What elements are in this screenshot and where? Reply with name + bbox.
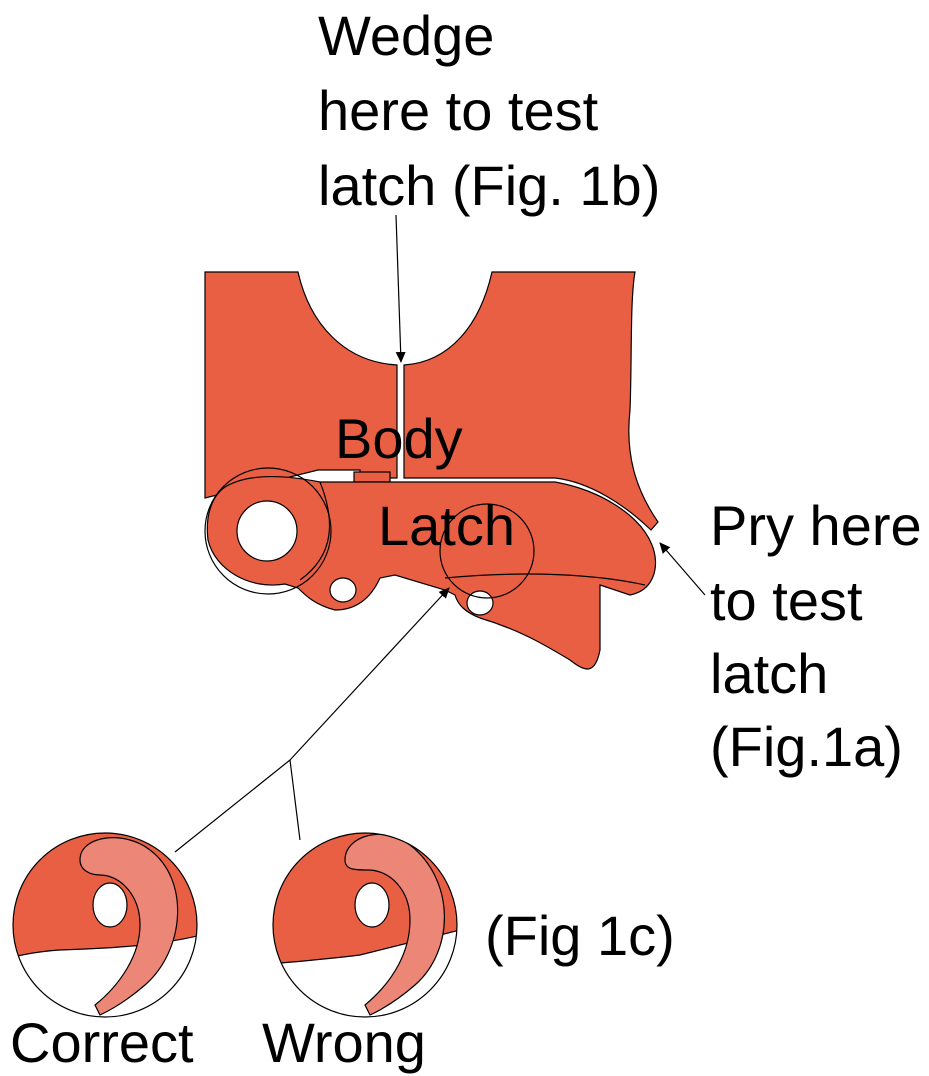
leader-to-correct: [174, 759, 291, 853]
pry-arrow: [659, 542, 706, 596]
pry-label-line-1: Pry here: [710, 494, 922, 557]
wrong-detail: [273, 833, 457, 1017]
fig1c-label: (Fig 1c): [485, 904, 675, 967]
wrong-hole: [354, 882, 390, 928]
wedge-label-line-3: latch (Fig. 1b): [318, 154, 660, 217]
correct-label: Correct: [10, 1011, 194, 1074]
latch-pivot-outline: [204, 467, 332, 595]
correct-circle: [12, 832, 198, 1018]
wrong-circle: [272, 832, 458, 1018]
detail-circle: [439, 503, 535, 599]
body-label: Body: [335, 407, 463, 470]
latch-part: [206, 476, 657, 670]
latch-contour-line: [299, 481, 646, 586]
wedge-label-line-1: Wedge: [318, 4, 494, 67]
latch-hole-left: [329, 577, 357, 603]
correct-hole: [92, 882, 128, 928]
leader-to-wrong: [289, 759, 301, 841]
correct-hook: [79, 837, 179, 1016]
correct-detail: [13, 833, 197, 1017]
pry-label-line-4: (Fig.1a): [710, 715, 903, 778]
pry-label-line-2: to test: [710, 569, 863, 632]
wrong-label: Wrong: [262, 1011, 426, 1074]
wedge-label-line-2: here to test: [318, 79, 599, 142]
latch-hole-right: [466, 590, 494, 616]
wedge-arrow: [395, 214, 406, 363]
latch-pivot-hole: [236, 500, 298, 562]
detail-leader: [289, 587, 450, 761]
pry-label-line-3: latch: [710, 642, 828, 705]
body-tab: [353, 471, 391, 483]
latch-label: Latch: [378, 494, 515, 557]
body-right: [403, 271, 659, 531]
